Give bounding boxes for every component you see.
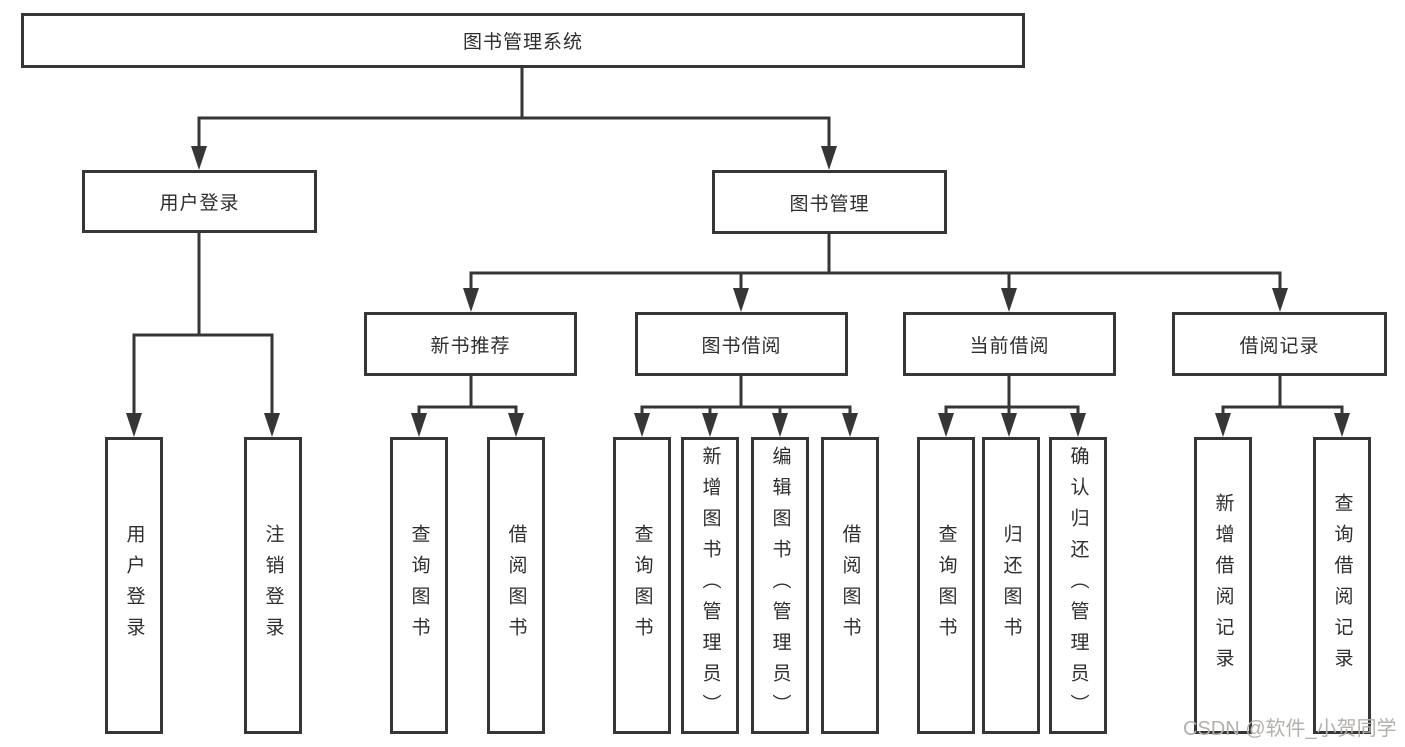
leaf-confirm-return-admin: 确认归还（管理员） <box>1049 437 1107 734</box>
leaf-logout: 注销登录 <box>244 437 302 734</box>
node-book-management: 图书管理 <box>712 170 947 234</box>
leaf-edit-book-admin: 编辑图书（管理员） <box>751 437 809 734</box>
leaf-borrowing-query-book: 查询图书 <box>613 437 671 734</box>
node-book-borrowing-label: 图书借阅 <box>701 335 782 357</box>
leaf-confirm-return-admin-label: 确认归还（管理员） <box>1067 446 1089 725</box>
leaf-return-book: 归还图书 <box>982 437 1040 734</box>
leaf-recommend-borrow-book: 借阅图书 <box>487 437 545 734</box>
leaf-borrowing-borrow-book: 借阅图书 <box>821 437 879 734</box>
leaf-add-book-admin: 新增图书（管理员） <box>681 437 739 734</box>
node-new-book-recommend: 新书推荐 <box>364 312 577 376</box>
node-current-borrowing-label: 当前借阅 <box>969 335 1050 357</box>
leaf-add-book-admin-label: 新增图书（管理员） <box>699 446 721 725</box>
leaf-recommend-query-book-label: 查询图书 <box>408 523 430 648</box>
leaf-borrowing-borrow-book-label: 借阅图书 <box>839 523 861 648</box>
node-library-system: 图书管理系统 <box>21 13 1025 68</box>
leaf-user-login: 用户登录 <box>105 437 163 734</box>
csdn-watermark: CSDN @软件_小贺同学 <box>1183 718 1397 740</box>
node-borrowing-records-label: 借阅记录 <box>1239 335 1320 357</box>
leaf-user-login-label: 用户登录 <box>123 523 145 648</box>
node-book-borrowing: 图书借阅 <box>635 312 848 376</box>
node-new-book-recommend-label: 新书推荐 <box>430 335 511 357</box>
leaf-query-borrow-record-label: 查询借阅记录 <box>1331 492 1353 679</box>
leaf-current-query-book: 查询图书 <box>917 437 975 734</box>
leaf-logout-label: 注销登录 <box>262 523 284 648</box>
leaf-edit-book-admin-label: 编辑图书（管理员） <box>769 446 791 725</box>
node-book-management-label: 图书管理 <box>789 193 870 215</box>
leaf-add-borrow-record-label: 新增借阅记录 <box>1212 492 1234 679</box>
node-library-system-label: 图书管理系统 <box>462 32 583 53</box>
node-borrowing-records: 借阅记录 <box>1172 312 1387 376</box>
leaf-query-borrow-record: 查询借阅记录 <box>1313 437 1371 734</box>
leaf-current-query-book-label: 查询图书 <box>935 523 957 648</box>
node-user-login: 用户登录 <box>82 170 317 233</box>
leaf-return-book-label: 归还图书 <box>1000 523 1022 648</box>
leaf-recommend-borrow-book-label: 借阅图书 <box>505 523 527 648</box>
leaf-add-borrow-record: 新增借阅记录 <box>1194 437 1252 734</box>
node-current-borrowing: 当前借阅 <box>903 312 1116 376</box>
node-user-login-label: 用户登录 <box>159 193 240 214</box>
leaf-recommend-query-book: 查询图书 <box>390 437 448 734</box>
leaf-borrowing-query-book-label: 查询图书 <box>631 523 653 648</box>
